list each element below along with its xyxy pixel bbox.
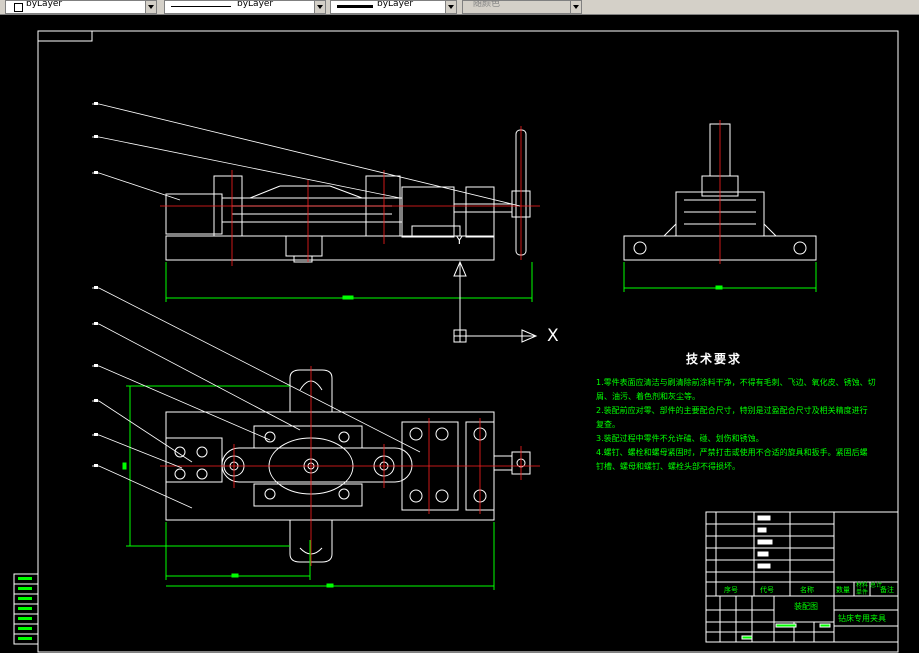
front-view (165, 129, 531, 263)
balloon-marks (94, 102, 98, 467)
properties-toolbar: byLayer byLayer byLayer 随颜色 (0, 0, 919, 15)
leader-lines (92, 103, 521, 509)
chevron-down-icon[interactable] (145, 1, 156, 13)
notes-line: 1.零件表面应清洁与刷清除前涂料干净，不得有毛刺、飞边、氧化皮、锈蚀、切 (596, 378, 876, 387)
ucs-x-label: X (547, 326, 559, 346)
lineweight-combo-label: byLayer (377, 0, 414, 9)
notes-line: 复查。 (596, 420, 620, 429)
title-block-header-unit: 单件 (856, 589, 869, 596)
lineweight-sample-icon (337, 5, 373, 8)
chevron-down-icon[interactable] (445, 1, 456, 13)
title-block-header-name: 名称 (800, 586, 814, 594)
revision-table (13, 573, 39, 645)
notes-title: 技术要求 (686, 352, 743, 366)
drawing-border (37, 30, 899, 653)
title-block-header-total: 总计 (870, 582, 883, 589)
layer-combo-label: byLayer (26, 0, 63, 9)
ucs-y-label: Y (456, 234, 463, 247)
notes-line: 4.螺钉、螺栓和螺母紧固时，严禁打击或使用不合适的旋具和扳手。紧固后螺 (596, 448, 868, 457)
notes-line: 2.装配前应对零、部件的主要配合尺寸，特别是过盈配合尺寸及相关精度进行 (596, 406, 868, 415)
chevron-down-icon[interactable] (314, 1, 325, 13)
corner-tab (37, 30, 93, 42)
drawing-canvas[interactable] (0, 14, 919, 653)
product-name: 钻床专用夹具 (838, 614, 886, 623)
title-block-header-code: 代号 (760, 586, 774, 594)
chevron-down-icon[interactable] (570, 1, 581, 13)
notes-line: 3.装配过程中零件不允许磕、碰、划伤和锈蚀。 (596, 434, 764, 443)
layer-combo[interactable]: byLayer (5, 0, 157, 14)
drawing-name: 装配图 (794, 602, 818, 611)
lineweight-combo[interactable]: byLayer (330, 0, 457, 14)
linetype-sample-icon (171, 6, 231, 7)
title-block-header-remark: 备注 (880, 586, 894, 594)
title-block-header-material: 材料 (856, 582, 869, 589)
linetype-combo-label: byLayer (237, 0, 274, 9)
layer-swatch-icon (14, 3, 23, 12)
notes-line: 屑、油污、着色剂和灰尘等。 (596, 392, 700, 401)
color-combo[interactable]: 随颜色 (462, 0, 582, 14)
technical-notes: 1.零件表面应清洁与刷清除前涂料干净，不得有毛刺、飞边、氧化皮、锈蚀、切 屑、油… (596, 376, 876, 474)
title-block-header-qty: 数量 (836, 586, 850, 594)
color-combo-label: 随颜色 (473, 0, 501, 9)
title-block-header-seq: 序号 (724, 586, 738, 594)
title-block (705, 511, 899, 643)
ucs-icon (453, 260, 538, 343)
linetype-combo[interactable]: byLayer (164, 0, 326, 14)
notes-line: 钉槽、螺母和螺钉、螺栓头部不得损坏。 (596, 462, 740, 471)
